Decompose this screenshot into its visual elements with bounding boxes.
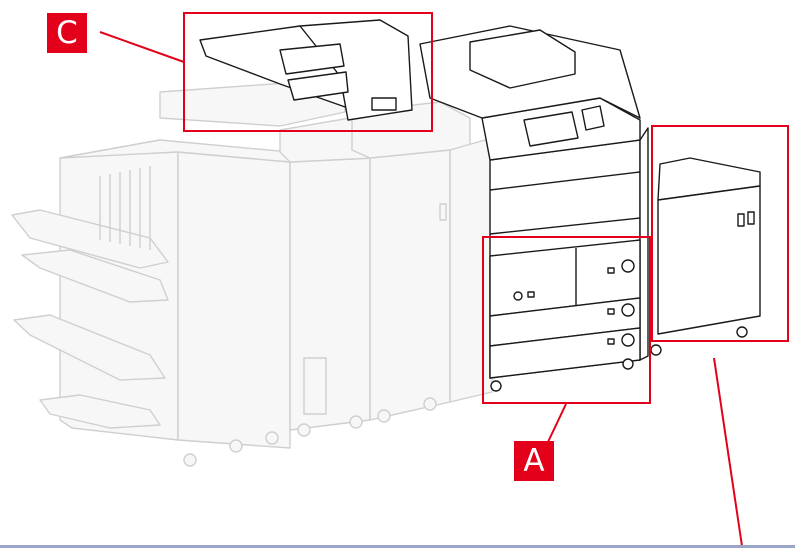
main-printer bbox=[419, 25, 649, 392]
callout-label-c: C bbox=[56, 15, 78, 51]
drawer-dial-2 bbox=[621, 303, 635, 317]
leader-line-c bbox=[99, 31, 185, 63]
inserter-wheel-1 bbox=[297, 423, 311, 437]
callout-box-a bbox=[514, 441, 554, 481]
finisher-units-ghost bbox=[11, 81, 493, 467]
feeder-slot-2 bbox=[287, 71, 349, 101]
leader-lines bbox=[99, 31, 743, 547]
callout-label-a: A bbox=[523, 443, 545, 479]
deck-side bbox=[449, 137, 493, 403]
side-deck-wheel-right bbox=[736, 326, 748, 338]
drawer-dial-3 bbox=[621, 333, 635, 347]
drawer-dial-1 bbox=[621, 259, 635, 273]
printer-wheel-right bbox=[622, 358, 634, 370]
finisher-tray-lower bbox=[13, 314, 166, 381]
finisher-wheel-2 bbox=[229, 439, 243, 453]
printer-side bbox=[639, 127, 649, 361]
drawer-handle-1 bbox=[607, 267, 615, 274]
deck-body bbox=[369, 149, 451, 421]
finisher-front-panel bbox=[177, 151, 291, 449]
deck-wheel-2 bbox=[423, 397, 437, 411]
drawer-knob-left bbox=[513, 291, 523, 301]
feeder-slot bbox=[279, 43, 345, 75]
finisher-slats bbox=[99, 166, 151, 250]
side-deck-button-1 bbox=[737, 213, 745, 227]
body-lines bbox=[489, 171, 641, 235]
document-feeder bbox=[199, 19, 413, 121]
drawer-handle-2 bbox=[607, 308, 615, 315]
keypad bbox=[581, 105, 605, 131]
highlight-frames bbox=[183, 12, 789, 404]
side-deck-wheel-left bbox=[650, 344, 662, 356]
touch-screen bbox=[523, 111, 579, 147]
bottom-divider bbox=[0, 545, 795, 548]
finisher-wheel-1 bbox=[183, 453, 197, 467]
finisher-tray-upper bbox=[11, 209, 169, 269]
callout-box-c bbox=[47, 13, 87, 53]
finisher-tray-middle bbox=[21, 249, 169, 303]
leader-line-a-drawers bbox=[547, 403, 567, 443]
deck-latch bbox=[439, 203, 447, 221]
highlight-frame-side-deck bbox=[651, 125, 789, 342]
finisher-wheel-3 bbox=[265, 431, 279, 445]
inserter-handle bbox=[303, 357, 327, 415]
highlight-frame-feeder bbox=[183, 12, 433, 132]
drawer-3 bbox=[489, 327, 641, 379]
inserter-body bbox=[289, 157, 371, 431]
finisher-tray-bottom bbox=[39, 394, 161, 429]
feeder-latch bbox=[371, 97, 397, 111]
drawer-button-left bbox=[527, 291, 535, 298]
printer-wheel-left bbox=[490, 380, 502, 392]
inserter-wheel-2 bbox=[349, 415, 363, 429]
deck-wheel-1 bbox=[377, 409, 391, 423]
leader-line-a-deck bbox=[713, 357, 743, 547]
output-tray bbox=[469, 29, 576, 89]
side-deck-body bbox=[657, 185, 761, 335]
drawer-handle-3 bbox=[607, 338, 615, 345]
side-deck-button-2 bbox=[747, 211, 755, 225]
side-paper-deck bbox=[650, 157, 761, 356]
highlight-frame-drawers bbox=[482, 236, 651, 404]
